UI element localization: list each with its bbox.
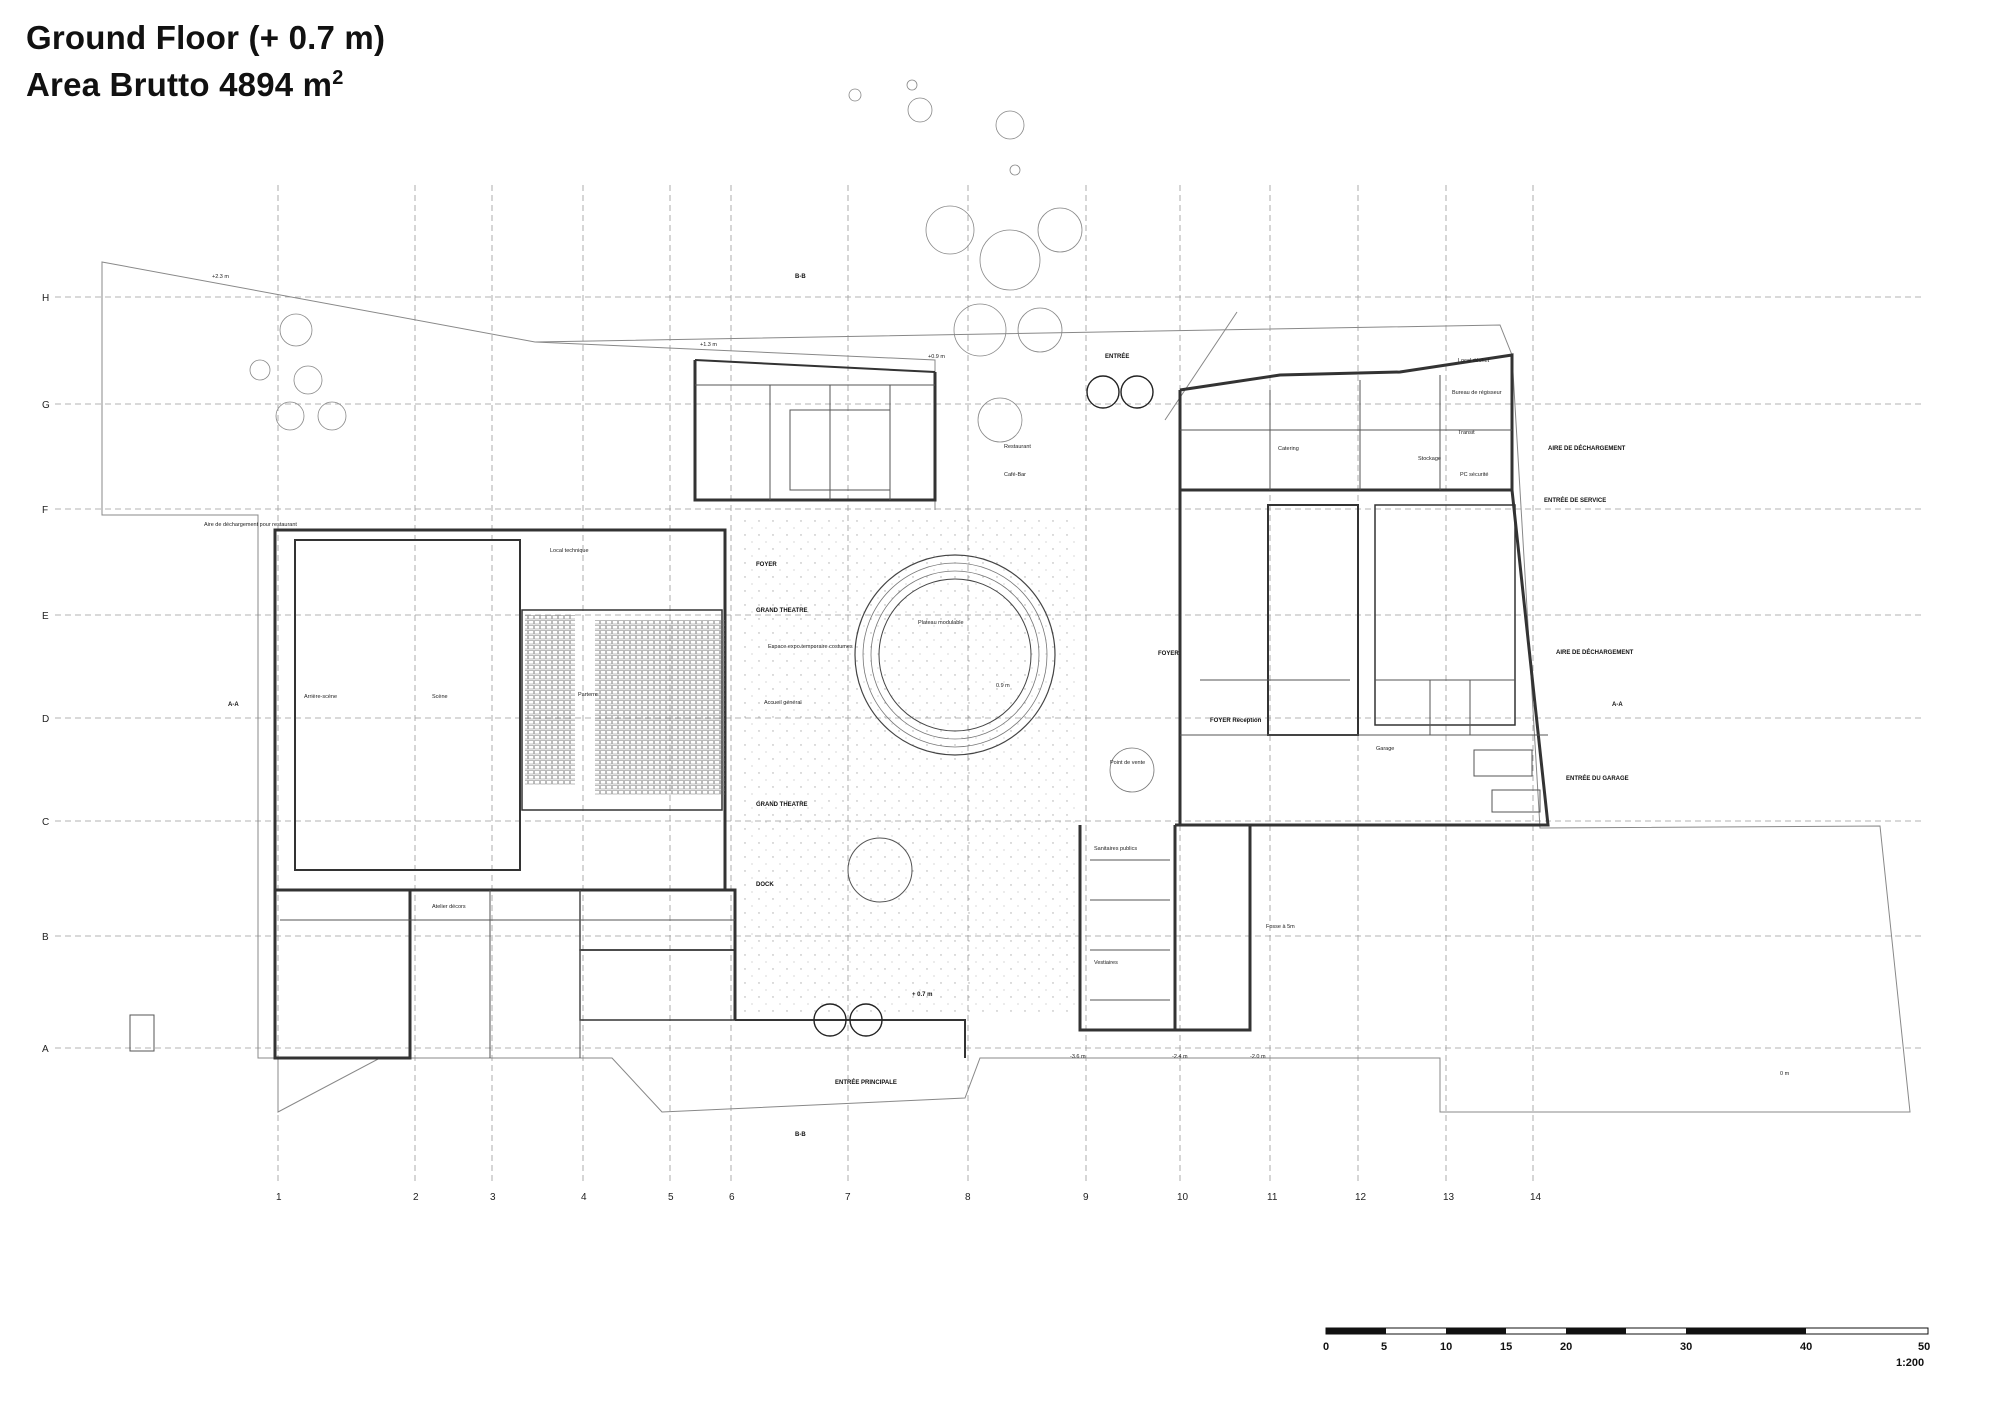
level-a: +2.3 m [212,274,229,280]
scale-tick-30: 30 [1680,1341,1692,1353]
grid-row-c: C [42,817,49,828]
room-scene: Scène [432,694,448,700]
courtyard [740,515,1155,1015]
level-e: -2.4 m [1172,1054,1188,1060]
entry-principale: ENTRÉE PRINCIPALE [835,1078,897,1086]
room-sanitaires: Sanitaires publics [1094,846,1137,852]
room-point-vente: Point de vente [1110,760,1145,766]
level-g: 0 m [1780,1071,1790,1077]
grid-row-h: H [42,293,49,304]
door-circles [813,375,1154,1037]
grid-row-g: G [42,400,50,411]
grid-row-f: F [42,505,48,516]
dock-label: DOCK [756,882,774,888]
grid-col-10: 10 [1177,1192,1189,1203]
entry-entree: ENTRÉE [1105,352,1129,360]
room-local-dechet: Local déchet [1458,358,1490,364]
grid-row-d: D [42,714,49,725]
internal-partitions [280,375,1548,1058]
room-arriere-scene: Arrière-scène [304,694,337,700]
grid-col-3: 3 [490,1192,496,1203]
room-accueil: Accueil général [764,700,802,706]
level-b: +1.3 m [700,342,717,348]
section-b-top: B-B [795,274,806,280]
room-bureau: Bureau de régisseur [1452,390,1502,396]
room-stockage: Stockage [1418,456,1441,462]
scale-ratio: 1:200 [1896,1357,1924,1369]
grid-col-5: 5 [668,1192,674,1203]
grid-col-1: 1 [276,1192,282,1203]
unloading-restaurant: Aire de déchargement pour restaurant [204,522,297,528]
grid-col-7: 7 [845,1192,851,1203]
room-garage: Garage [1376,746,1394,752]
plan-labels: A-A A-A B-B B-B + 0.7 m 0.9 m +2.3 m +1.… [204,274,1790,1138]
section-b-bottom: B-B [795,1132,806,1138]
scale-tick-5: 5 [1381,1341,1387,1353]
grid-row-e: E [42,611,49,622]
section-a-right: A-A [1612,702,1623,708]
room-espace: Espace expo.temporaire costumes [768,644,853,650]
scale-bar: 0 5 10 15 20 30 40 50 1:200 [1323,1327,1930,1369]
room-cafe-bar: Café-Bar [1004,472,1026,478]
foyer-right: FOYER [1158,651,1179,657]
grand-theatre-1: GRAND THEATRE [756,608,808,614]
room-vestiaires: Vestiaires [1094,960,1118,966]
foyer-reception: FOYER Reception [1210,718,1262,724]
grid-col-2: 2 [413,1192,419,1203]
entry-service: ENTRÉE DE SERVICE [1544,496,1606,504]
vegetation [249,79,1083,443]
title-line-2: Area Brutto 4894 m2 [26,66,344,103]
grid-col-6: 6 [729,1192,735,1203]
room-restaurant: Restaurant [1004,444,1031,450]
entry-garage: ENTRÉE DU GARAGE [1566,774,1629,782]
section-a-left: A-A [228,702,239,708]
room-fosse: Fosse à 5m [1266,924,1295,930]
room-plateau: Plateau modulable [918,620,964,626]
scale-tick-40: 40 [1800,1341,1812,1353]
level-f: -2.0 m [1250,1054,1266,1060]
unloading-area: AIRE DE DÉCHARGEMENT [1548,444,1626,452]
scale-tick-50: 50 [1918,1341,1930,1353]
grid-labels: 1 2 3 4 5 6 7 8 9 10 11 12 13 14 H G F E… [42,293,1542,1203]
unloading-area-2: AIRE DE DÉCHARGEMENT [1556,648,1634,656]
title-line-1: Ground Floor (+ 0.7 m) [26,19,386,56]
room-atelier: Atelier décors [432,904,466,910]
level-court: 0.9 m [996,683,1010,689]
scale-tick-20: 20 [1560,1341,1572,1353]
level-c: +0.9 m [928,354,945,360]
room-catering: Catering [1278,446,1299,452]
grid-row-b: B [42,932,49,943]
grid-col-4: 4 [581,1192,587,1203]
grid-row-a: A [42,1044,49,1055]
grid-col-11: 11 [1267,1192,1278,1203]
room-local-technique: Local technique [550,548,589,554]
theatre-seating [525,615,725,795]
level-d: -3.6 m [1070,1054,1086,1060]
scale-tick-15: 15 [1500,1341,1512,1353]
scale-tick-0: 0 [1323,1341,1329,1353]
grid-col-8: 8 [965,1192,971,1203]
grid-col-12: 12 [1355,1192,1367,1203]
level-main: + 0.7 m [912,992,933,998]
foyer-left: FOYER [756,562,777,568]
scale-tick-10: 10 [1440,1341,1452,1353]
page-title: Ground Floor (+ 0.7 m) Area Brutto 4894 … [26,18,385,105]
grid-col-13: 13 [1443,1192,1455,1203]
room-pc-securite: PC sécurité [1460,472,1488,478]
grid-col-14: 14 [1530,1192,1542,1203]
grid-col-9: 9 [1083,1192,1089,1203]
grand-theatre-2: GRAND THEATRE [756,802,808,808]
room-transit: Transit [1458,430,1475,436]
room-parterre: Parterre [578,692,598,698]
vehicles [129,749,1541,1052]
